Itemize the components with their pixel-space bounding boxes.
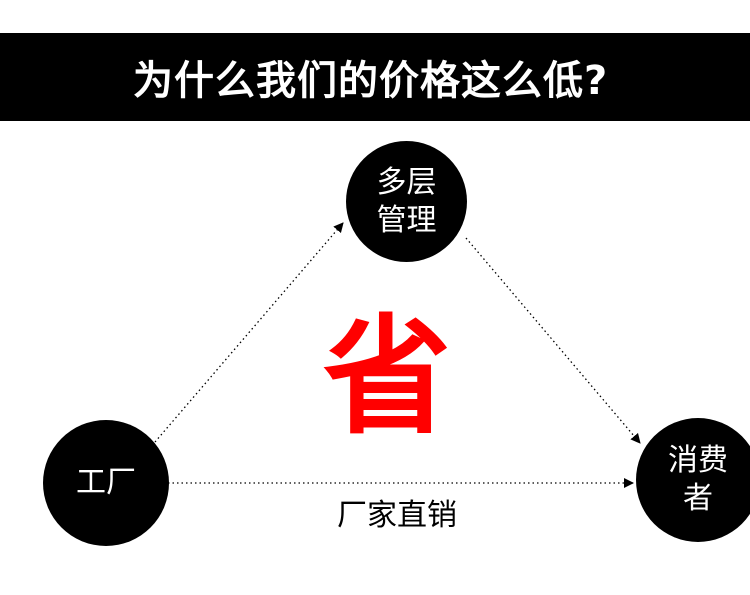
factory-node: 工厂 [43,420,169,546]
page-title: 为什么我们的价格这么低? [133,58,609,104]
management-label-line1: 多层 [376,164,437,200]
direct-sales-label: 厂家直销 [337,498,457,533]
consumer-label-line2: 者 [683,481,713,516]
title-banner: 为什么我们的价格这么低? [0,33,750,121]
savings-label: 省 [322,303,451,452]
management-node: 多层 管理 [346,141,467,262]
consumer-node: 消费 者 [636,418,750,542]
arrow-management-to-consumer [465,237,641,444]
management-label-line2: 管理 [376,202,437,238]
arrow-factory-to-management [154,222,344,443]
factory-label: 工厂 [76,465,136,500]
consumer-label-line1: 消费 [668,443,728,478]
